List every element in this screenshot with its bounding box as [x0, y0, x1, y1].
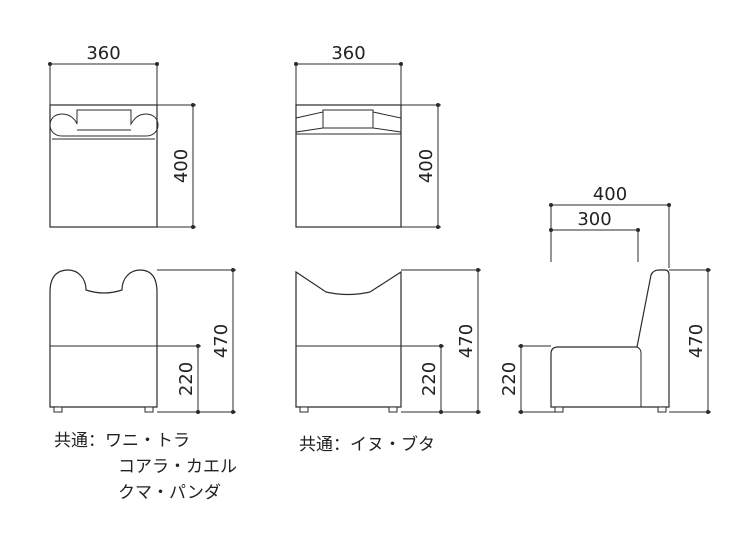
model-a-seat-dimension: 220 [157, 344, 201, 414]
caption-group-b-line-1: イヌ・ブタ [350, 435, 435, 455]
side-depth-total-label: 400 [593, 184, 627, 205]
side-depth-total-dimension: 400 [549, 184, 671, 268]
model-a-width-dimension: 360 [48, 43, 159, 105]
model-a-front-view [49, 269, 158, 413]
caption-group-a-line-2: コアラ・カエル [118, 457, 237, 477]
model-b-height-label: 470 [456, 324, 477, 358]
model-a-width-label: 360 [86, 43, 120, 64]
side-height-dimension: 470 [669, 268, 711, 414]
model-b-seat-label: 220 [419, 362, 440, 396]
model-b-depth-label: 400 [416, 149, 437, 183]
model-a-depth-label: 400 [171, 149, 192, 183]
caption-group-a-line-3: クマ・パンダ [118, 483, 221, 503]
side-seat-label: 220 [499, 362, 520, 396]
model-a-height-dimension: 470 [157, 268, 236, 414]
side-view [550, 269, 670, 413]
caption-group-a: 共通：ワニ・トラ コアラ・カエル クマ・パンダ [54, 428, 237, 506]
model-a-top-view [49, 104, 159, 228]
model-b-width-dimension: 360 [294, 43, 403, 105]
model-a-height-label: 470 [211, 324, 232, 358]
model-b-depth-dimension: 400 [401, 103, 441, 229]
model-a-depth-dimension: 400 [157, 103, 196, 229]
side-depth-seat-label: 300 [577, 209, 611, 230]
model-b-height-dimension: 470 [401, 268, 481, 414]
side-depth-seat-dimension: 300 [549, 209, 640, 262]
caption-group-b-label: 共通： [299, 435, 350, 455]
model-b-front-view [295, 270, 402, 413]
model-b-top-view [295, 104, 402, 228]
caption-group-a-line-1: ワニ・トラ [105, 431, 190, 451]
model-b-width-label: 360 [331, 43, 365, 64]
model-b-seat-dimension: 220 [401, 344, 444, 414]
side-seat-dimension: 220 [499, 344, 555, 414]
side-height-label: 470 [686, 324, 707, 358]
caption-group-a-label: 共通： [54, 431, 105, 451]
caption-group-b: 共通：イヌ・ブタ [299, 432, 435, 458]
model-a-seat-label: 220 [176, 362, 197, 396]
